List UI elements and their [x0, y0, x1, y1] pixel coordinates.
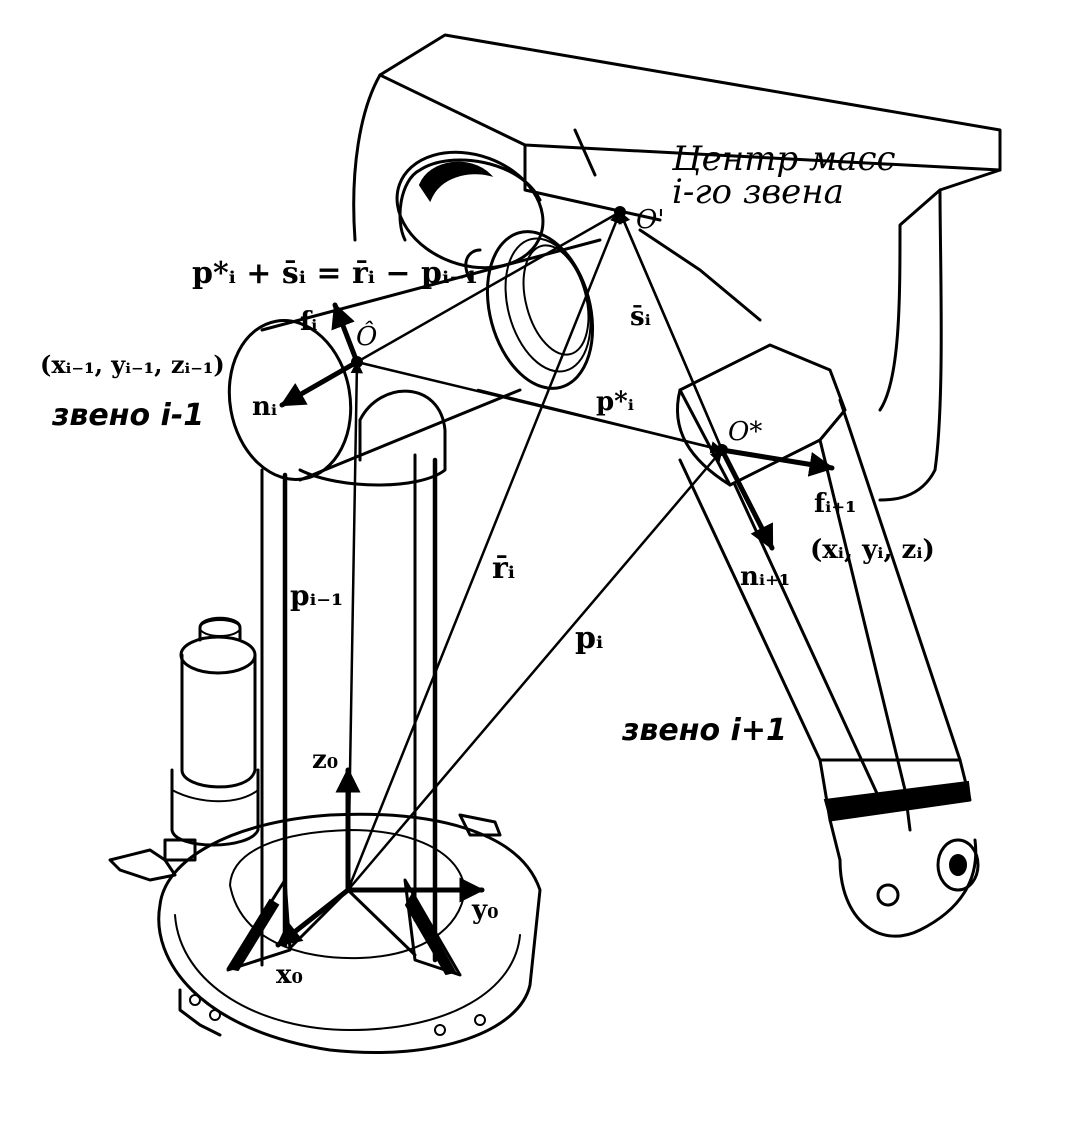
point-o-hat-label: Ô [356, 320, 377, 352]
axis-y0-label: y₀ [471, 895, 499, 925]
point-o-hat-dot [351, 356, 363, 368]
vec-n-i-label: nᵢ [252, 392, 277, 422]
axis-x0-label: x₀ [276, 960, 303, 990]
labels: Центр масс i-го звена O' Ô O* p*ᵢ + s̄ᵢ … [40, 139, 935, 990]
vec-r-i-label: r̄ᵢ [492, 551, 515, 586]
vec-s-i-label: s̄ᵢ [630, 302, 651, 332]
point-o-star-dot [716, 444, 728, 456]
point-o-prime-label: O' [636, 205, 664, 235]
robot-base [108, 812, 542, 1054]
point-o-star-label: O* [728, 417, 762, 447]
vec-p-star-label: p*ᵢ [596, 387, 634, 417]
base-motor [170, 616, 260, 847]
vec-r-i-line [346, 210, 622, 892]
vec-p-i-line [346, 448, 724, 892]
upper-arm-housing [352, 33, 1002, 502]
coords-prev-label: (xᵢ₋₁, yᵢ₋₁, zᵢ₋₁) [40, 350, 225, 379]
vectors [275, 206, 835, 948]
mass-center-label-line2: i-го звена [672, 172, 844, 212]
link-next-label: звено i+1 [621, 713, 787, 748]
vec-n-next-line [719, 447, 775, 551]
mass-center-label-line1: Центр масс [671, 139, 896, 179]
vec-p-i-label: pᵢ [575, 621, 603, 656]
vec-o-prime-to-o-star [618, 210, 724, 452]
vec-f-next-label: fᵢ₊₁ [814, 489, 857, 519]
vec-o-hat-to-o-prime [355, 210, 622, 364]
vec-f-next-line [719, 447, 835, 477]
vec-p-prev-label: pᵢ₋₁ [290, 579, 343, 612]
coords-curr-label: (xᵢ, yᵢ, zᵢ) [810, 535, 935, 565]
equation-label: p*ᵢ + s̄ᵢ = r̄ᵢ − pᵢ₋₁ [192, 256, 478, 291]
vec-f-i-line [331, 302, 360, 365]
vec-f-i-label: fᵢ [300, 307, 317, 337]
forearm-link [675, 343, 980, 938]
point-o-prime-dot [614, 206, 626, 218]
axis-z0-label: z₀ [312, 745, 338, 775]
axis-x0-line [275, 887, 351, 948]
vec-n-i-line [279, 359, 360, 408]
column-link [226, 453, 462, 977]
vec-n-next-label: nᵢ₊₁ [740, 562, 790, 592]
link-prev-label: звено i-1 [51, 398, 204, 433]
